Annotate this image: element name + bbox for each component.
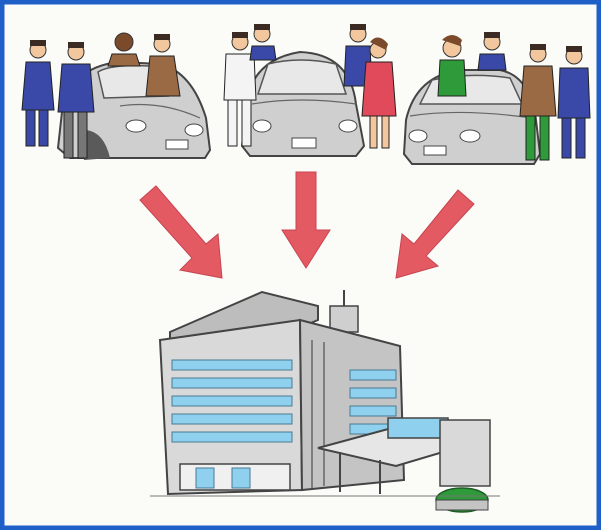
illustration-canvas (0, 0, 601, 530)
carpool-to-office-illustration (0, 0, 601, 530)
